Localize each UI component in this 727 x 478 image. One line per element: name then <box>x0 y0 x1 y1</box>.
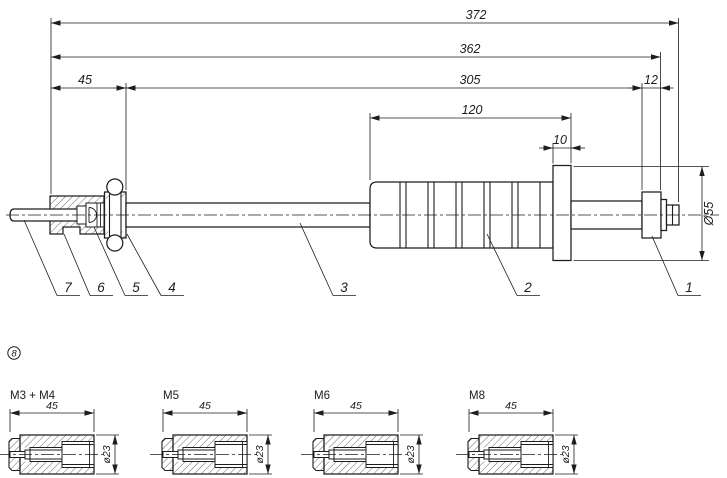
detent-ball-bottom <box>106 234 124 252</box>
dim-end-collar-width: 10 <box>539 133 585 151</box>
dim-handle-length: 120 <box>370 103 571 121</box>
part-label-4: 4 <box>168 280 176 295</box>
dim-12-value: 12 <box>644 73 658 87</box>
variant-length: 45 <box>505 400 517 412</box>
part-label-6: 6 <box>97 280 105 295</box>
variant-length: 45 <box>46 400 58 412</box>
dim-305-value: 305 <box>460 73 481 87</box>
variant-label: M5 <box>163 390 179 402</box>
variant-length: 45 <box>199 400 211 412</box>
dim-372-value: 372 <box>466 8 487 22</box>
part-label-2: 2 <box>523 280 532 295</box>
variant-diameter: ø23 <box>254 445 266 463</box>
adapter-variant-m6: M6 45 ø23 <box>301 390 423 474</box>
part-label-7: 7 <box>64 280 72 295</box>
adapter-variant-m3-m4: M3 + M4 45 ø23 <box>0 390 119 474</box>
end-stop-flange <box>552 164 572 262</box>
part-4-ball-ring <box>103 178 127 252</box>
dim-chuck-length: 45 <box>51 73 126 91</box>
dim-overall-length: 372 <box>51 8 679 26</box>
dim-end-knob-width: 12 <box>629 73 674 91</box>
dim-10-value: 10 <box>553 133 567 147</box>
dim-length-without-end-nut: 362 <box>51 42 661 60</box>
detent-ball-top <box>106 178 124 196</box>
part-label-1: 1 <box>685 280 693 295</box>
dim-shaft-length: 305 <box>126 73 642 91</box>
variant-length: 45 <box>350 400 362 412</box>
variant-label: M6 <box>314 390 330 402</box>
detail-reference-8: 8 <box>7 346 21 360</box>
detail-view: 8 M3 + M4 45 ø23 M5 45 ø23 M6 45 ø23 M8 … <box>0 346 578 474</box>
extension-lines <box>50 18 709 261</box>
part-label-5: 5 <box>132 280 140 295</box>
adapter-variant-m8: M8 45 ø23 <box>456 390 578 474</box>
dim-362-value: 362 <box>460 42 481 56</box>
dim-120-value: 120 <box>462 103 483 117</box>
dim-end-cap-diameter: Ø55 <box>699 166 716 261</box>
variant-diameter: ø23 <box>405 445 417 463</box>
variant-diameter: ø23 <box>101 445 113 463</box>
detail-reference-label: 8 <box>11 349 17 360</box>
variant-label: M8 <box>469 390 485 402</box>
part-label-3: 3 <box>340 280 348 295</box>
main-view: 372 362 45 305 <box>6 8 719 296</box>
dim-45-value: 45 <box>78 73 92 87</box>
variant-diameter: ø23 <box>560 445 572 463</box>
part-callouts: 7 6 5 4 3 2 1 <box>23 219 701 296</box>
dim-d55-value: Ø55 <box>702 202 716 227</box>
adapter-variant-m5: M5 45 ø23 <box>150 390 272 474</box>
variant-label: M3 + M4 <box>10 390 56 402</box>
